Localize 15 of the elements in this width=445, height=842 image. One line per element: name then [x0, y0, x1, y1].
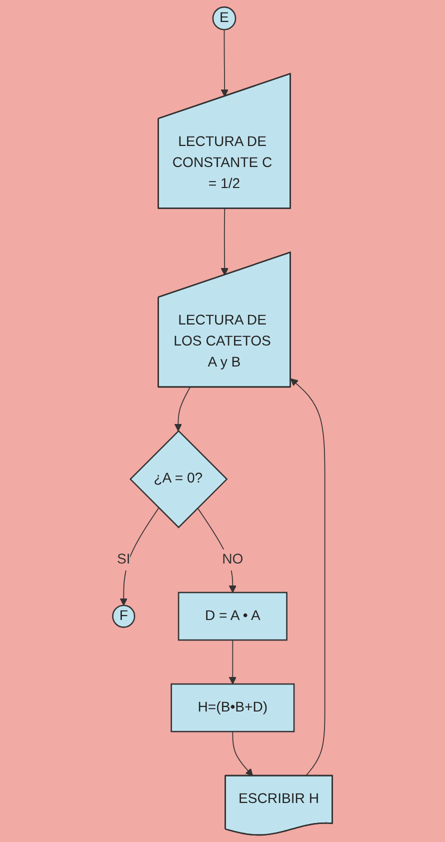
arrow	[220, 208, 228, 276]
node-box: D = A • A	[178, 592, 288, 641]
arrow	[290, 378, 326, 776]
edge-label: SI	[117, 552, 130, 567]
arrow	[232, 731, 254, 776]
arrow	[174, 386, 190, 432]
arrow	[120, 508, 160, 606]
arrow	[220, 29, 228, 97]
edge-label: NO	[222, 552, 244, 567]
node-circle: F	[112, 604, 136, 628]
arrow	[228, 640, 237, 684]
arrow	[197, 508, 237, 593]
node-diamond: ¿A = 0?	[129, 430, 228, 528]
node-circle: E	[212, 6, 236, 30]
node-box: H=(B•B+D)	[170, 683, 295, 732]
